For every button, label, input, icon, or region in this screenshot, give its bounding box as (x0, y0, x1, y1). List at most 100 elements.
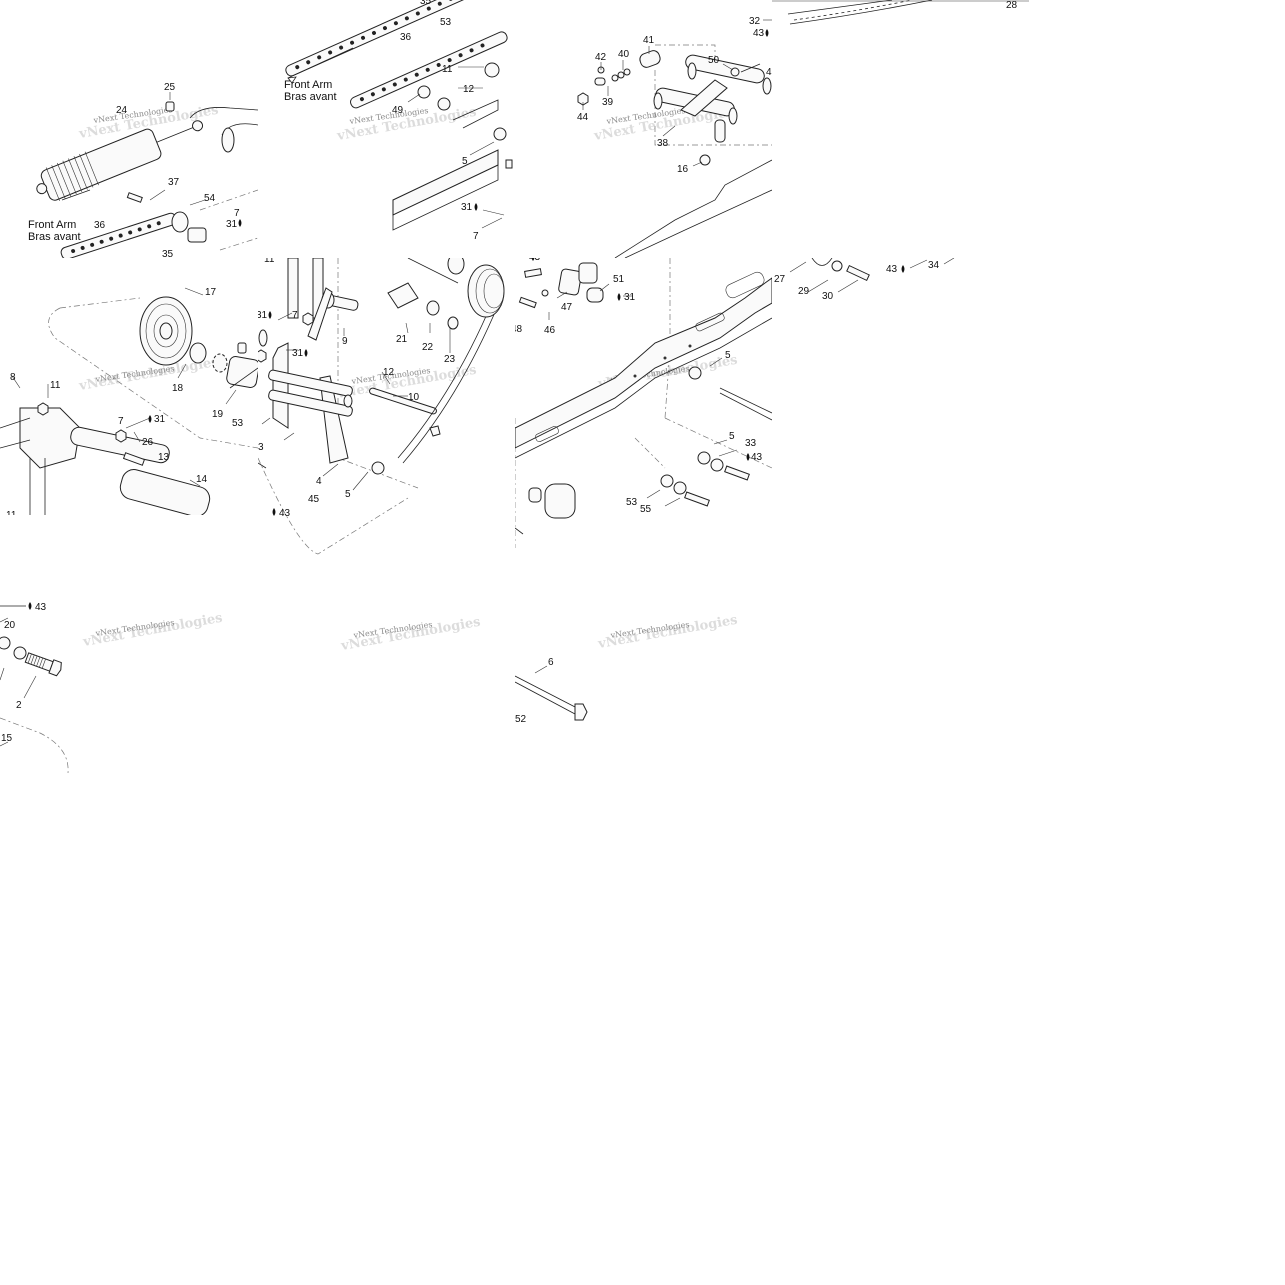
shock-absorber (36, 120, 204, 201)
part-label-26: 26 (142, 437, 154, 448)
part-label-52: 52 (515, 714, 527, 725)
part-label-20: 20 (4, 620, 16, 631)
part-label-23: 23 (444, 354, 456, 365)
part-label-55: 55 (640, 504, 652, 515)
part-label-53: 53 (440, 17, 452, 28)
part-label-22: 22 (422, 342, 434, 353)
part-label-12: 12 (383, 367, 395, 378)
part-label-54: 54 (204, 193, 216, 204)
part-label-8: 8 (10, 372, 16, 383)
part-label-7: 7 (292, 310, 298, 321)
part-label-42: 42 (595, 52, 607, 63)
part-label-35: 35 (162, 249, 174, 258)
part-label-14: 14 (196, 474, 208, 485)
part-label-31: 31 (226, 219, 238, 230)
part-label-31: 31 (461, 202, 473, 213)
front-arm-bar (60, 212, 177, 258)
part-label-17: 17 (205, 287, 217, 298)
tile-shock-absorber: vNext Technologies vNext Technologies (0, 0, 258, 258)
part-label-2: 2 (16, 700, 22, 711)
part-label-31: 31 (292, 348, 304, 359)
tile-idler-wheel: vNext Technologies vNext Technologies (0, 258, 258, 515)
part-label-27: 27 (774, 274, 786, 285)
part-label-43: 43 (279, 508, 291, 519)
part-label-18: 18 (172, 383, 184, 394)
part-label-11: 11 (50, 380, 61, 391)
part-label-41: 41 (643, 35, 655, 46)
part-label-7: 7 (118, 416, 124, 427)
part-label-53: 53 (626, 497, 638, 508)
slide-rail (515, 271, 772, 459)
tile-main-rail: vNext Technologies vNext Technologies (515, 258, 772, 558)
part-label-5: 5 (345, 489, 351, 500)
part-label-12: 12 (463, 84, 475, 95)
part-label-53: 53 (232, 418, 244, 429)
part-label-11: 11 (264, 258, 275, 265)
tile-blank-middle: vNext Technologies vNext Technologies (258, 558, 515, 773)
part-label-31: 31 (258, 310, 268, 321)
part-label-43: 43 (529, 258, 541, 263)
part-label-9: 9 (342, 336, 348, 347)
part-label-7: 7 (234, 208, 240, 219)
caption-front-arm: Front Arm (28, 219, 76, 231)
tile-rear-arm: vNext Technologies vNext Technologies (515, 0, 772, 258)
part-label-45: 45 (308, 494, 320, 505)
rear-arm (653, 54, 772, 143)
part-label-4: 4 (316, 476, 322, 487)
caption-bras-avant: Bras avant (284, 91, 337, 103)
tile-rail-bolts: 27 29 30 43 34 (772, 258, 1029, 515)
part-label-47: 47 (561, 302, 573, 313)
part-label-15: 15 (1, 733, 13, 744)
part-label-43: 43 (753, 28, 765, 39)
part-label-5: 5 (462, 156, 468, 167)
part-label-11: 11 (442, 64, 453, 75)
part-label-24: 24 (116, 105, 128, 116)
part-label-32: 32 (749, 16, 761, 27)
part-label-43: 43 (751, 452, 763, 463)
part-label-29: 29 (798, 286, 810, 297)
part-label-40: 40 (618, 49, 630, 60)
part-label-43: 43 (886, 264, 898, 275)
tile-rail-end: 28 (772, 0, 1029, 258)
part-label-13: 13 (158, 452, 170, 463)
part-label-51: 51 (613, 274, 625, 285)
part-label-33: 33 (745, 438, 757, 449)
part-label-3: 3 (258, 442, 264, 453)
part-label-38: 38 (657, 138, 669, 149)
tile-axle-bolt: vNext Technologies vNext Technologies 20 (0, 558, 258, 773)
part-label-37: 37 (168, 177, 180, 188)
part-label-6: 6 (548, 657, 554, 668)
part-label-28: 28 (1006, 0, 1018, 11)
part-label-7: 7 (473, 231, 479, 242)
part-label-5: 5 (729, 431, 735, 442)
caption-bras-avant: Bras avant (28, 231, 81, 243)
part-label-35: 35 (420, 0, 432, 7)
tile-arm-bars: vNext Technologies vNext Technologies (258, 0, 515, 258)
part-label-43: 43 (35, 602, 47, 613)
part-label-34: 34 (928, 260, 940, 271)
part-label-25: 25 (164, 82, 176, 93)
front-arm-bar (350, 31, 508, 109)
long-bolt (515, 675, 588, 721)
part-label-21: 21 (396, 334, 408, 345)
part-label-48: 48 (515, 324, 523, 335)
part-label-11: 11 (6, 510, 17, 515)
part-label-30: 30 (822, 291, 834, 302)
part-label-4: 4 (766, 67, 772, 78)
part-label-36: 36 (94, 220, 106, 231)
part-label-19: 19 (212, 409, 224, 420)
part-label-36: 36 (400, 32, 412, 43)
pivot-bracket (268, 258, 359, 464)
part-label-5: 5 (725, 350, 731, 361)
tile-long-bolt: vNext Technologies vNext Technologies 6 … (515, 558, 772, 773)
hex-bolt (24, 652, 62, 677)
part-label-31: 31 (154, 414, 166, 425)
tile-center-pivot: vNext Technologies vNext Technologies (258, 258, 515, 558)
caption-front-arm: Front Arm (284, 79, 332, 91)
part-label-39: 39 (602, 97, 614, 108)
part-label-50: 50 (708, 55, 720, 66)
part-label-16: 16 (677, 164, 689, 175)
idler-wheel (139, 296, 228, 373)
part-label-44: 44 (577, 112, 589, 123)
